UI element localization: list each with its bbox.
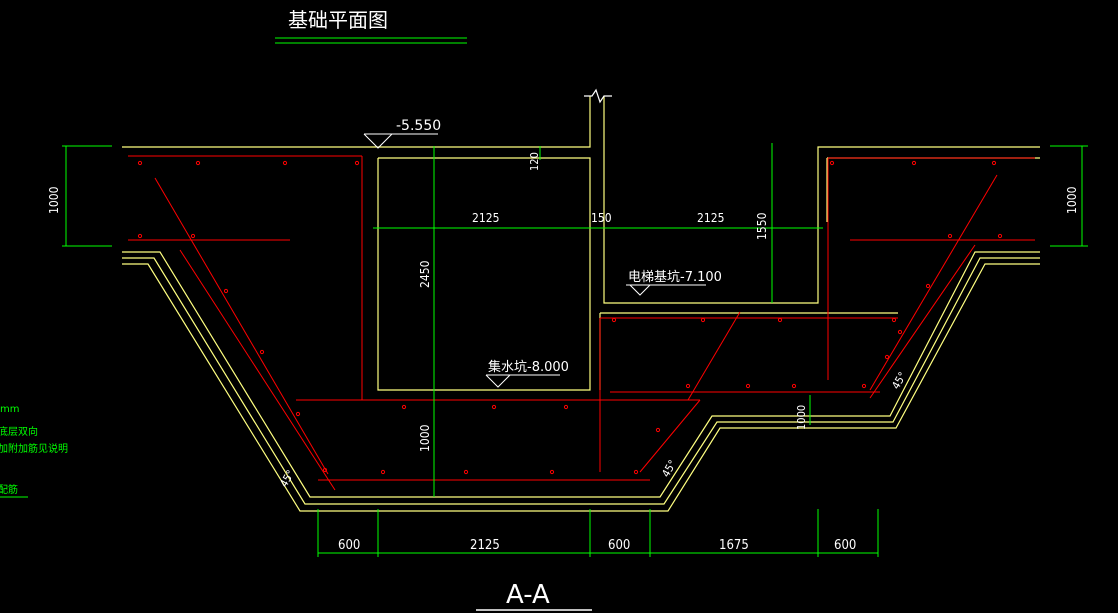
dim-pit-depth: 1550 — [755, 212, 769, 240]
dim-bottom-5: 600 — [834, 538, 856, 553]
dim-angle-right: 45° — [889, 370, 909, 392]
drawing-title: 基础平面图 — [288, 8, 388, 32]
section-label: A-A — [506, 580, 550, 610]
dim-pit-width: 2125 — [697, 211, 724, 225]
rebar-lines — [128, 155, 1035, 491]
dim-right-height: 1000 — [1065, 186, 1079, 214]
dim-bottom-4: 1675 — [719, 538, 749, 553]
level-top-text: -5.550 — [396, 118, 441, 134]
note-line-3: 加附加筋见说明 — [0, 442, 68, 455]
dim-bottom-1: 600 — [338, 538, 360, 553]
dim-wall-thickness: 120 — [528, 152, 541, 171]
note-line-4: 配筋 — [0, 483, 18, 496]
dim-angle-mid: 45° — [659, 458, 679, 480]
dim-bottom-3: 600 — [608, 538, 630, 553]
dim-gap: 150 — [591, 211, 612, 225]
level-marker-top: -5.550 — [363, 118, 441, 149]
dim-left-height: 1000 — [47, 186, 61, 214]
note-line-2: 底层双向 — [0, 425, 38, 438]
rebar-dots — [137, 160, 1003, 475]
level-elevator-pit-text: 电梯基坑-7.100 — [628, 270, 722, 285]
level-sump-pit-text: 集水坑-8.000 — [488, 359, 569, 375]
level-marker-sump-pit: 集水坑-8.000 — [485, 359, 569, 388]
wall-break-symbol — [584, 88, 612, 104]
dimension-lines — [62, 143, 1088, 557]
level-marker-elevator-pit: 电梯基坑-7.100 — [626, 270, 722, 296]
dim-sump-height: 2450 — [418, 260, 432, 288]
note-line-1: mm — [0, 404, 19, 415]
dim-bottom-2: 2125 — [470, 538, 500, 553]
dim-sump-depth: 1000 — [418, 424, 432, 452]
dim-sump-width: 2125 — [472, 211, 499, 225]
dim-step-depth: 1000 — [795, 405, 808, 430]
foundation-outline — [122, 96, 1040, 512]
